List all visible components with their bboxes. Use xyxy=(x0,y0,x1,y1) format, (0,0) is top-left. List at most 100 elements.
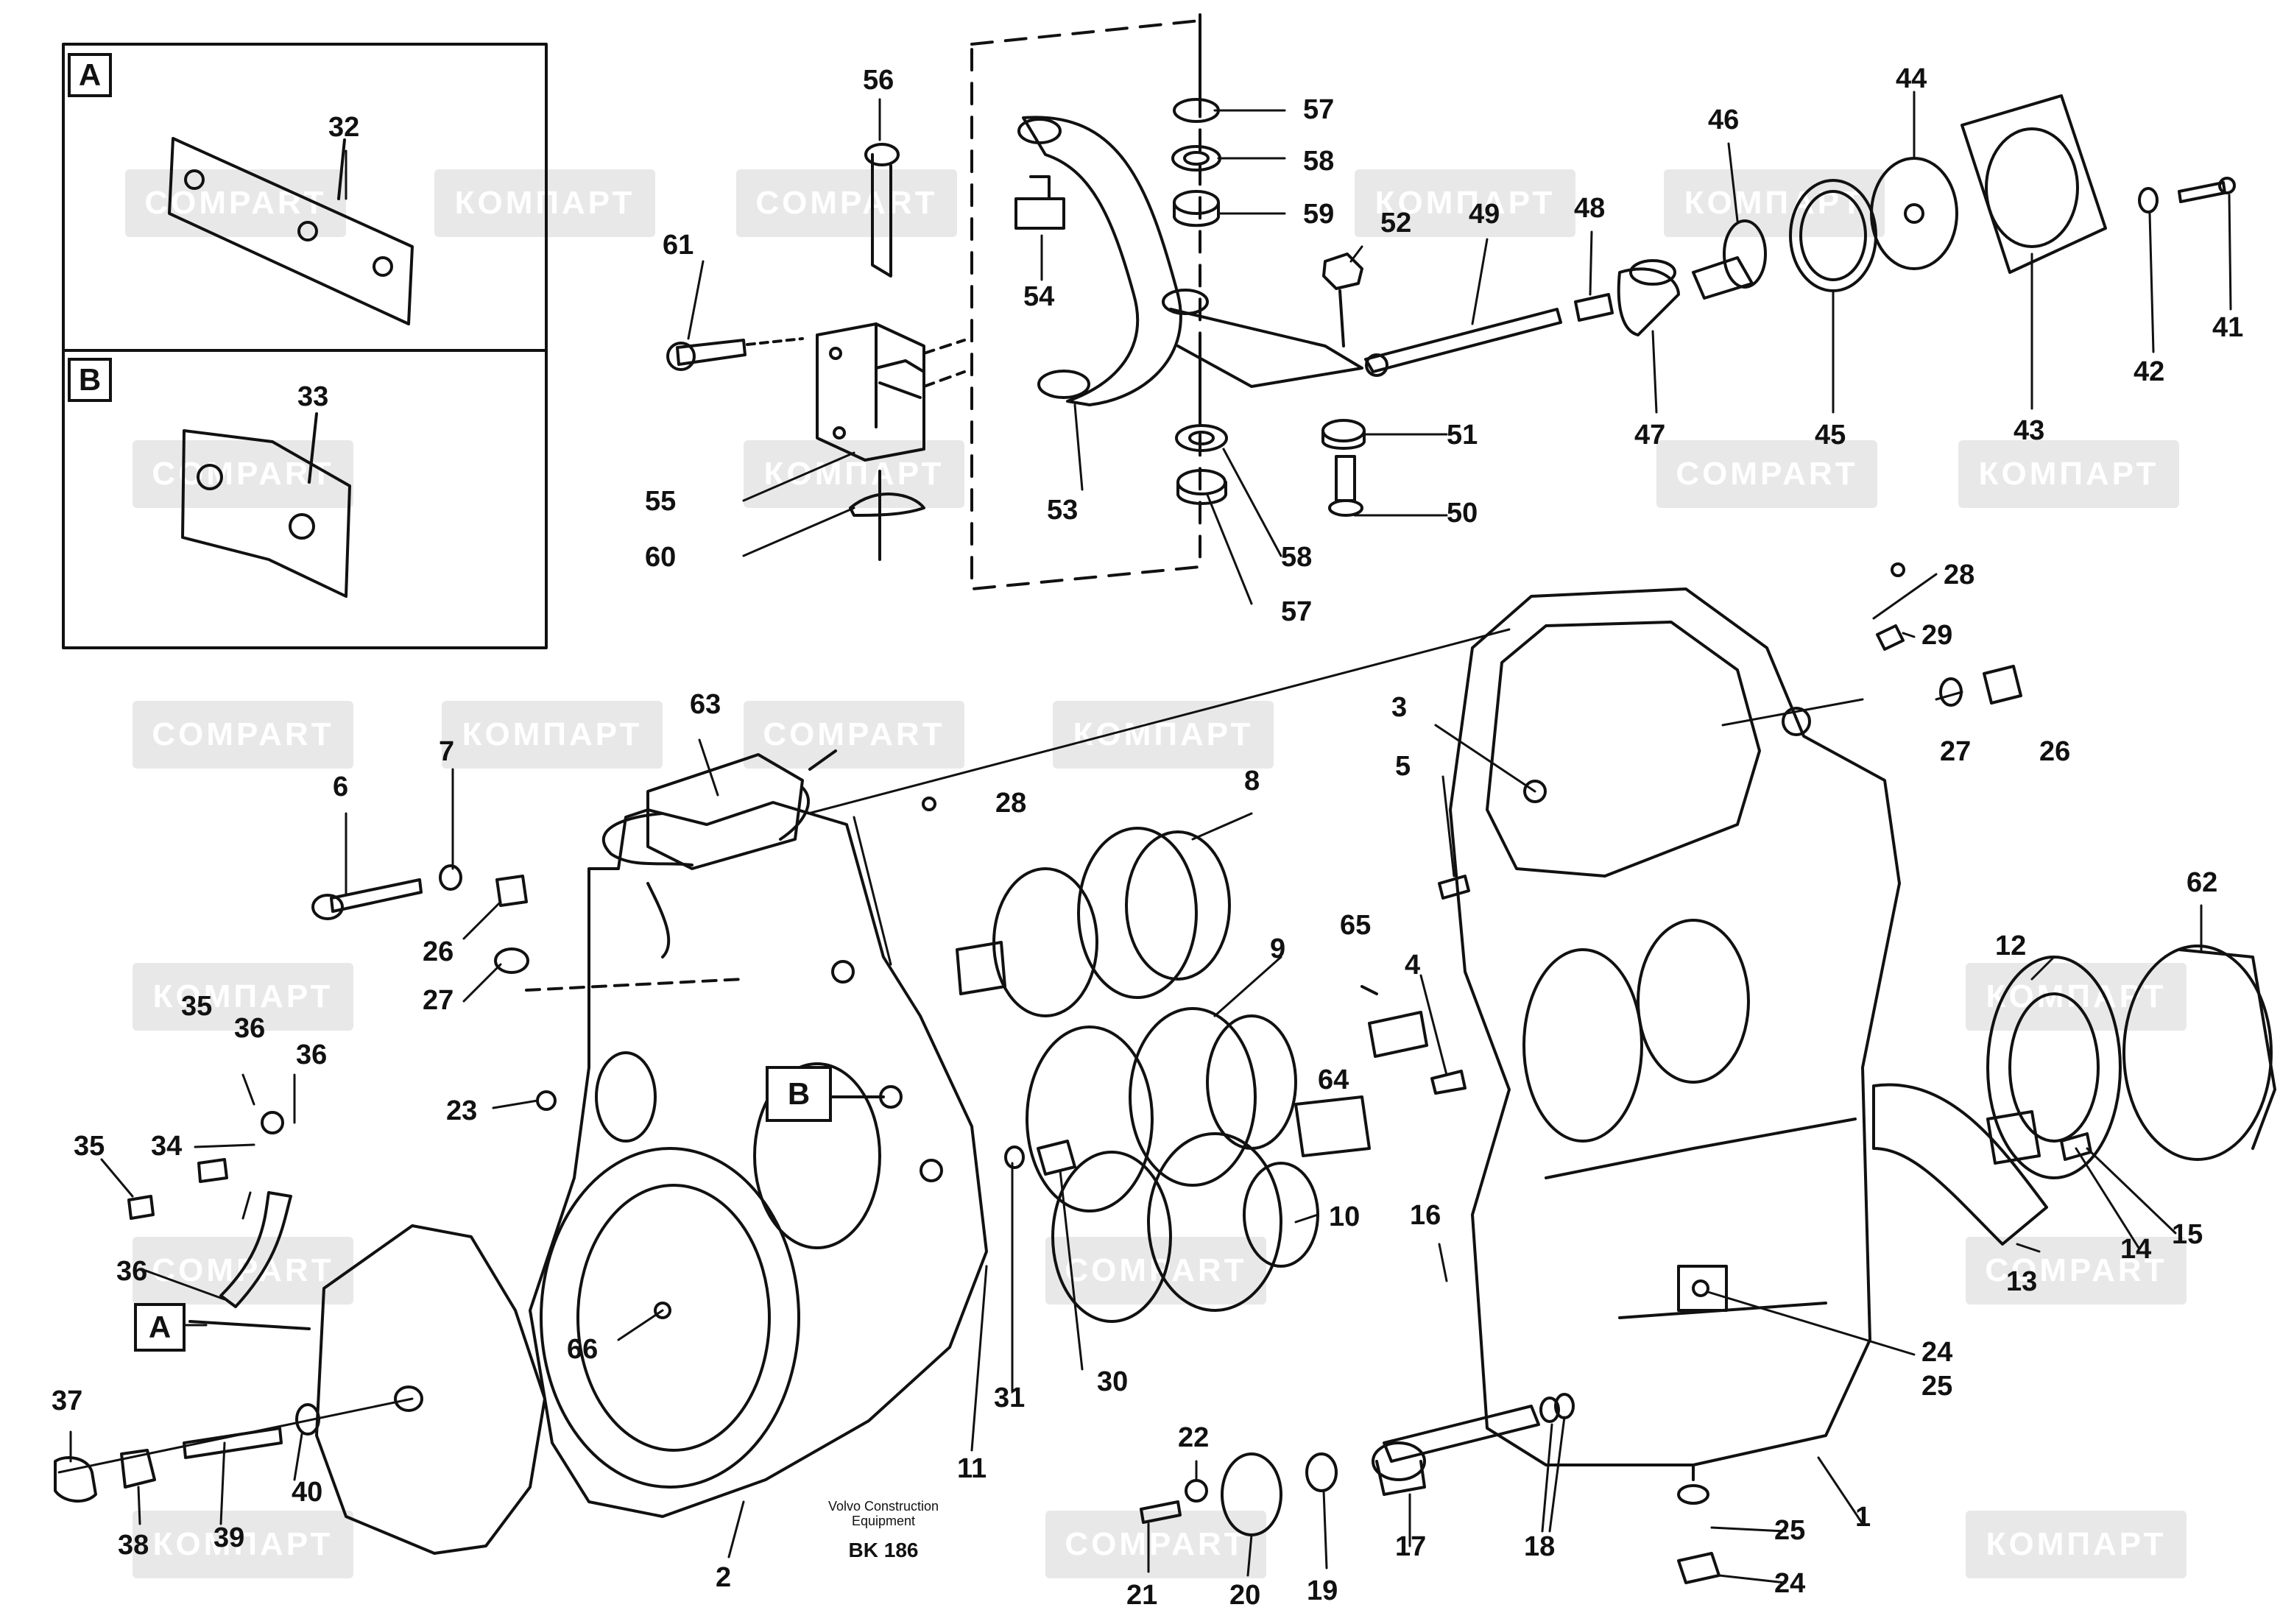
callout-a: A xyxy=(134,1303,186,1352)
part-label: 13 xyxy=(2006,1266,2038,1297)
part-label: 18 xyxy=(1524,1531,1556,1562)
detail-panel xyxy=(62,43,548,649)
watermark-box xyxy=(1958,440,2179,508)
bottom-parts xyxy=(1140,1265,1728,1584)
part-label: 47 xyxy=(1634,420,1666,451)
part-label: 61 xyxy=(663,230,694,261)
part-label: 30 xyxy=(1097,1366,1129,1397)
watermark-text: КОМПАРТ xyxy=(1374,185,1556,221)
part-label: 33 xyxy=(297,381,329,412)
part-label: 9 xyxy=(1270,933,1286,964)
watermark-text: COMPART xyxy=(152,456,334,492)
watermark-box xyxy=(1656,440,1877,508)
watermark-box xyxy=(744,701,964,769)
part-label: 32 xyxy=(328,112,360,143)
watermark-box xyxy=(133,440,353,508)
part-label: 1 xyxy=(1855,1502,1871,1533)
part-label: 44 xyxy=(1896,63,1927,94)
part-label: 24 xyxy=(1774,1568,1806,1599)
detail-label-b: B xyxy=(68,358,112,402)
watermark-box xyxy=(744,440,964,508)
watermark-text: COMPART xyxy=(1985,1252,2167,1288)
part-label: 17 xyxy=(1395,1531,1427,1562)
part-label: 53 xyxy=(1047,495,1079,526)
part-label: 37 xyxy=(52,1385,83,1416)
part-label: 43 xyxy=(2014,415,2045,446)
watermark-text: КОМПАРТ xyxy=(1986,1526,2167,1562)
part-label: 28 xyxy=(1944,559,1975,590)
part-label: 25 xyxy=(1774,1515,1806,1546)
watermark-text: КОМПАРТ xyxy=(454,185,635,221)
part-label: 51 xyxy=(1447,420,1478,451)
part-label: 36 xyxy=(234,1013,266,1044)
part-label: 29 xyxy=(1921,620,1953,651)
part-label: 25 xyxy=(1921,1371,1953,1402)
watermark-text: КОМПАРТ xyxy=(462,716,643,752)
drawing-code: BK 186 xyxy=(848,1539,919,1561)
part-label: 56 xyxy=(863,65,894,96)
part-label: 35 xyxy=(74,1131,105,1162)
watermark-box xyxy=(125,169,346,237)
part-label: 50 xyxy=(1447,498,1478,529)
part-label: 40 xyxy=(292,1477,323,1508)
front-cover-assembly xyxy=(54,1224,546,1555)
part-label: 41 xyxy=(2212,312,2244,343)
part-label: 27 xyxy=(1940,736,1972,767)
part-label: 20 xyxy=(1229,1580,1261,1611)
part-label: 12 xyxy=(1995,931,2027,961)
part-label: 36 xyxy=(116,1256,148,1287)
part-label: 2 xyxy=(716,1562,732,1593)
gear-clusters xyxy=(956,827,1371,1323)
housing-left-2 xyxy=(525,749,988,1518)
part-label: 22 xyxy=(1178,1422,1210,1453)
part-label: 65 xyxy=(1340,910,1372,941)
part-label: 60 xyxy=(645,542,677,573)
part-label: 27 xyxy=(423,985,454,1016)
housing-right-1 xyxy=(807,587,2022,1466)
part-label: 4 xyxy=(1405,950,1421,981)
part-label: 11 xyxy=(957,1453,987,1484)
watermark-text: COMPART xyxy=(152,716,334,752)
watermark-box xyxy=(133,701,353,769)
part-label: 45 xyxy=(1815,420,1846,451)
part-label: 5 xyxy=(1395,751,1411,782)
part-label: 57 xyxy=(1281,596,1313,627)
part-label: 58 xyxy=(1303,146,1335,177)
plate-33-shape xyxy=(181,429,351,598)
watermark-text: КОМПАРТ xyxy=(1073,716,1254,752)
part-label: 64 xyxy=(1318,1065,1349,1095)
part-label: 15 xyxy=(2172,1219,2203,1250)
part-label: 39 xyxy=(213,1522,245,1553)
part-label: 26 xyxy=(2039,736,2071,767)
watermark-text: КОМПАРТ xyxy=(152,1526,333,1562)
plate-64-shape xyxy=(1368,1011,1428,1058)
caption-line-1: Volvo Construction xyxy=(827,1499,939,1514)
part-label: 36 xyxy=(296,1039,328,1070)
part-label: 16 xyxy=(1410,1200,1441,1231)
part-label: 52 xyxy=(1380,208,1412,239)
part-label: 7 xyxy=(439,736,455,767)
part-label: 49 xyxy=(1469,199,1500,230)
publisher-caption: Volvo Construction Equipment xyxy=(795,1499,972,1528)
part-label: 54 xyxy=(1023,281,1055,312)
part-label: 21 xyxy=(1126,1580,1158,1611)
caption-line-2: Equipment xyxy=(851,1514,916,1528)
part-label: 38 xyxy=(118,1530,149,1561)
part-label: 23 xyxy=(446,1095,478,1126)
watermark-box xyxy=(1966,1511,2187,1578)
shift-fork-assembly xyxy=(970,13,1363,590)
part-label: 55 xyxy=(645,486,677,517)
callout-a-arrow xyxy=(188,1320,311,1330)
part-label: 28 xyxy=(995,788,1027,819)
part-label: 58 xyxy=(1281,542,1313,573)
watermark-text: COMPART xyxy=(1065,1526,1247,1562)
watermark-text: COMPART xyxy=(1676,456,1858,492)
watermark-box xyxy=(1664,169,1885,237)
leader-lines xyxy=(69,91,2232,1584)
part-label: 3 xyxy=(1391,692,1408,723)
part-label: 34 xyxy=(151,1131,183,1162)
part-label: 46 xyxy=(1708,105,1740,135)
watermark-box xyxy=(133,963,353,1031)
